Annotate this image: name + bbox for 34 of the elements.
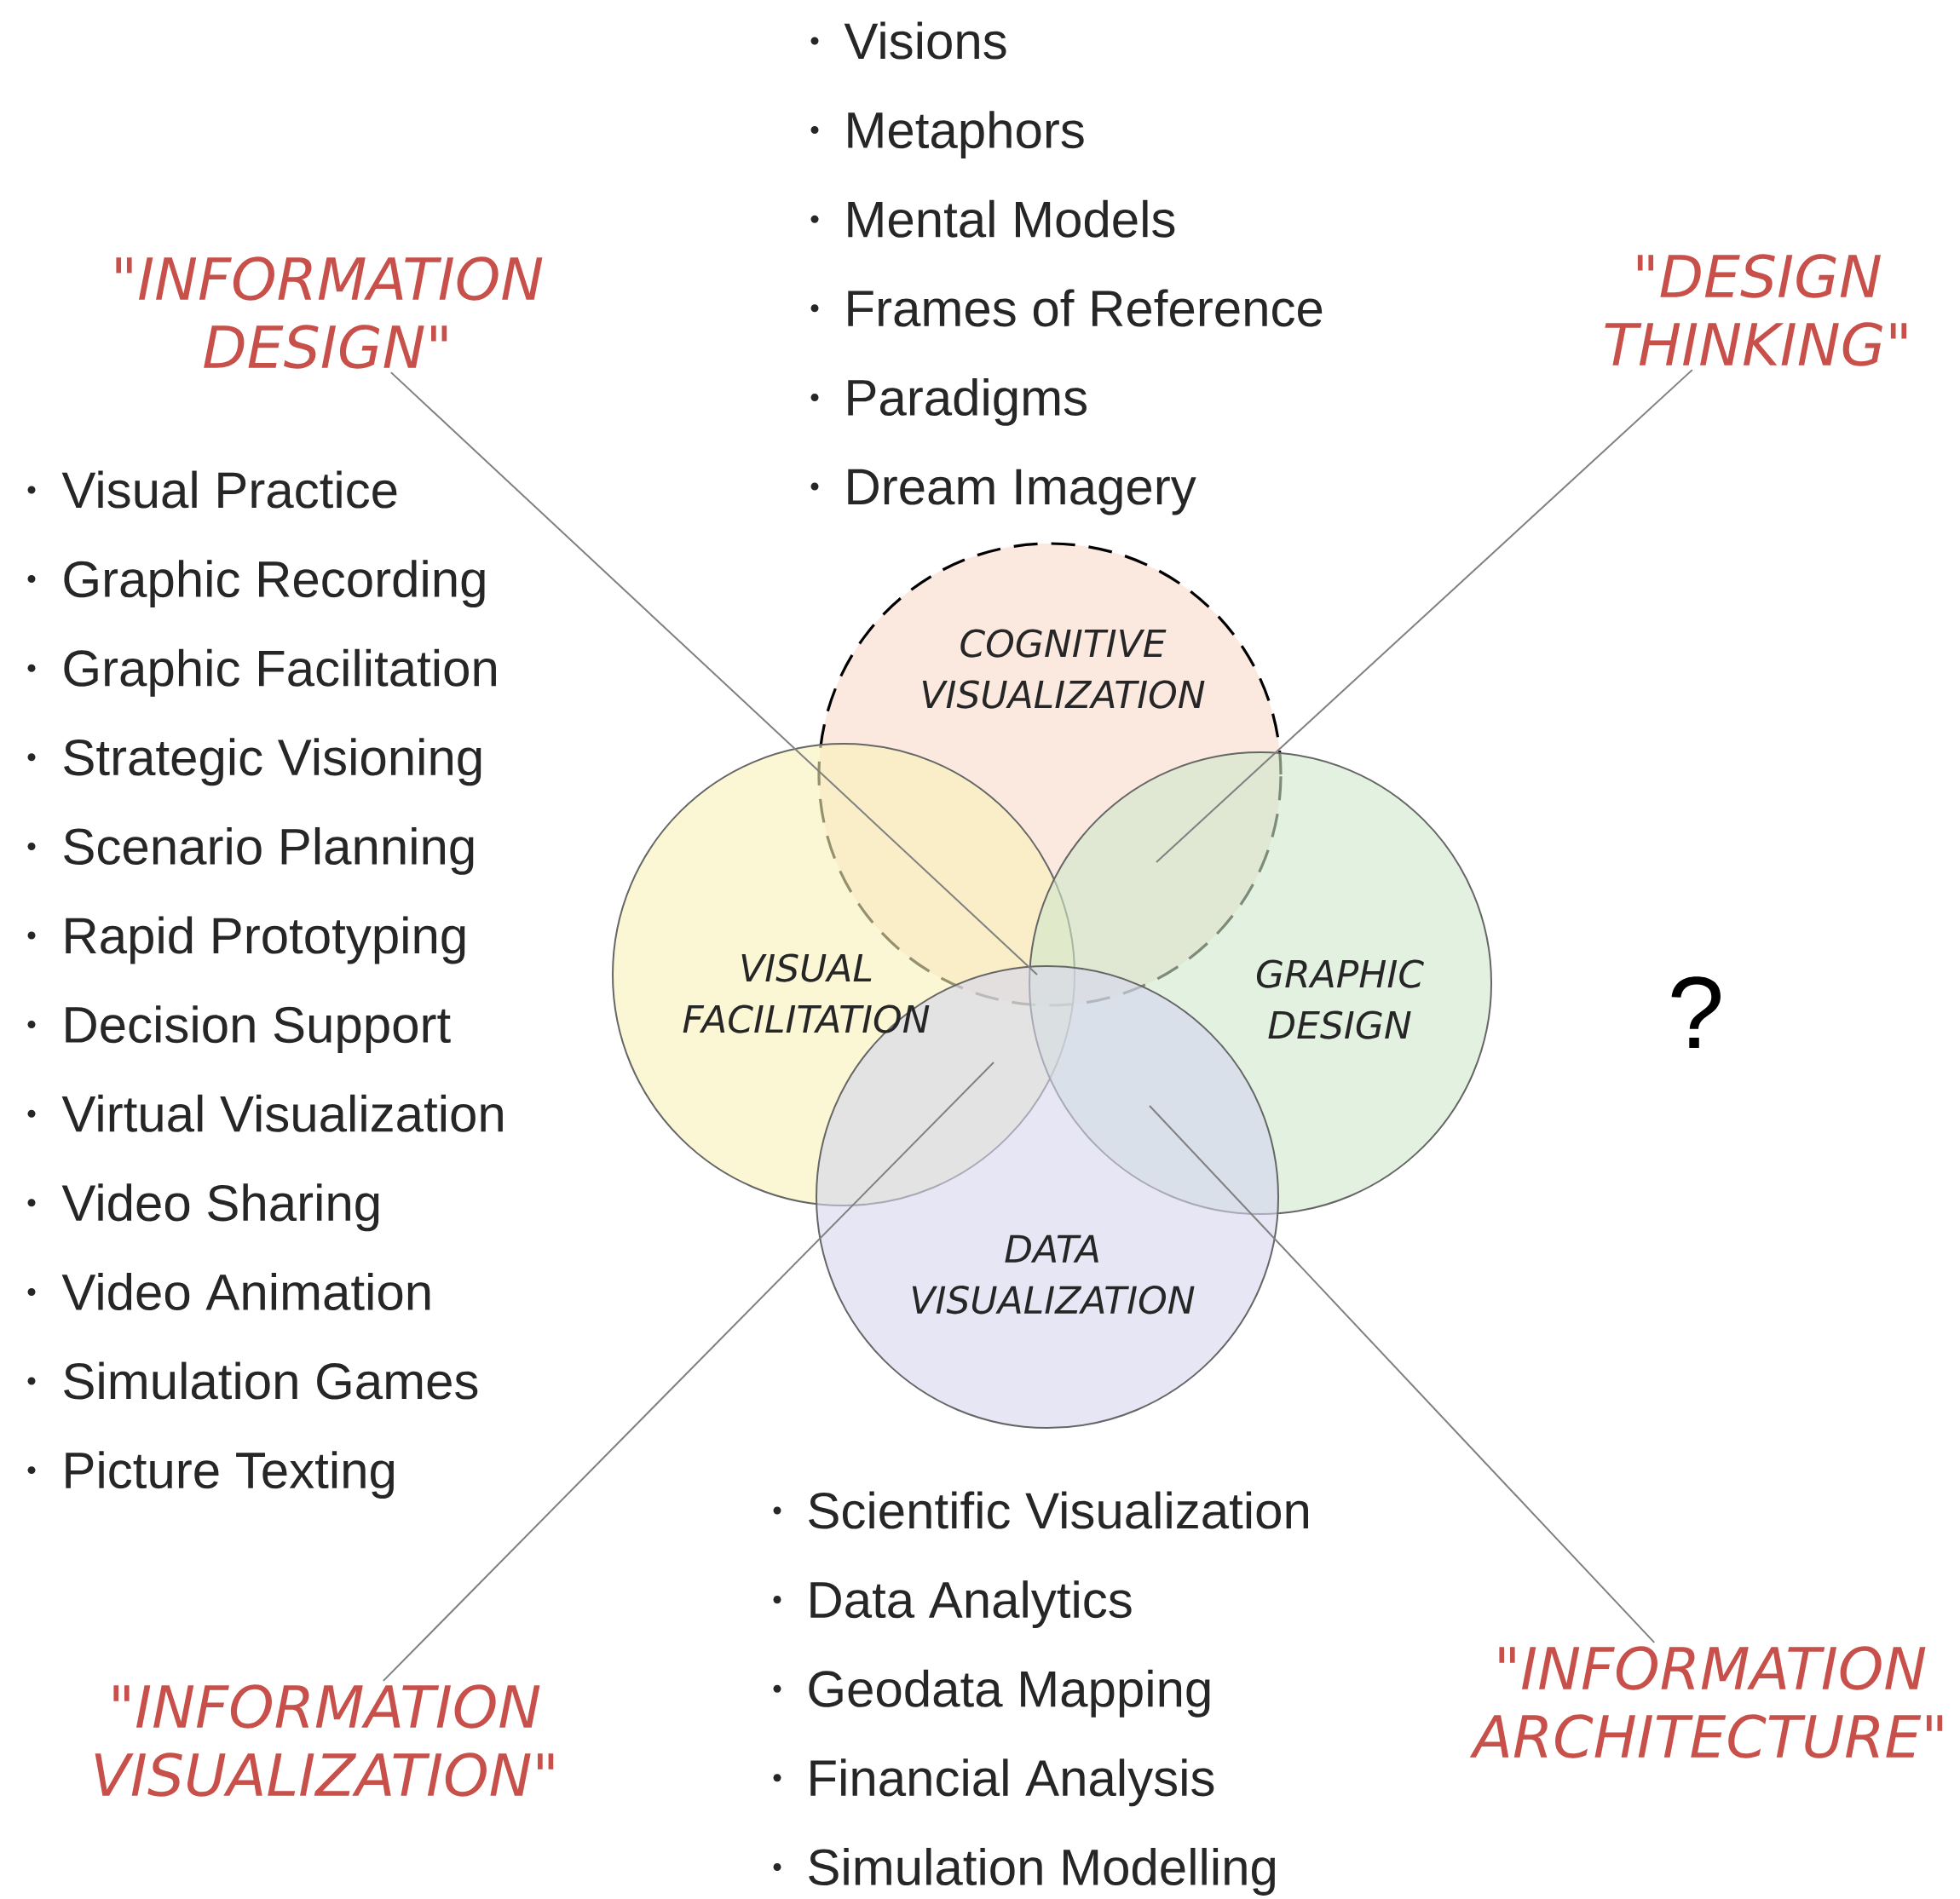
list-item: Geodata Mapping	[809, 1669, 1210, 1718]
list-item: Visions	[844, 21, 1006, 60]
list-item: Scenario Planning	[64, 826, 474, 875]
circle-label: COGNITIVE VISUALIZATION	[922, 629, 1205, 709]
list-item: Metaphors	[848, 111, 1084, 159]
circle-label: DATA VISUALIZATION	[912, 1234, 1195, 1315]
list-item: Data Analytics	[810, 1580, 1132, 1629]
list-item: Simulation Modelling	[809, 1847, 1275, 1896]
list-item: Decision Support	[66, 1005, 451, 1054]
list-item: Video Animation	[61, 1272, 430, 1310]
list-item: Financial Analysis	[810, 1758, 1214, 1807]
list-item: Mental Models	[848, 199, 1175, 238]
list-item: Graphic Recording	[64, 560, 485, 608]
category-label: "INFORMATION DESIGN"	[116, 256, 543, 369]
venn-circle	[1029, 751, 1492, 1215]
category-label: "INFORMATION VISUALIZATION"	[95, 1684, 554, 1797]
list-item: Graphic Facilitation	[64, 648, 496, 697]
list-item: Strategic Visioning	[64, 738, 481, 786]
list-item: Visual Practice	[61, 470, 397, 509]
category-label: "INFORMATION ARCHITECTURE"	[1469, 1646, 1943, 1758]
list-item: Scientific Visualization	[809, 1491, 1308, 1529]
list-item: Frames of Reference	[848, 289, 1323, 327]
list-item: Simulation Games	[64, 1361, 478, 1400]
leader-line	[382, 1062, 994, 1682]
leader-line	[1149, 1105, 1656, 1643]
list-item: Video Sharing	[61, 1183, 379, 1232]
list-item: Rapid Prototyping	[66, 916, 465, 964]
circle-label: GRAPHIC DESIGN	[1256, 959, 1424, 1039]
list-item: Picture Texting	[66, 1451, 395, 1499]
category-label: "DESIGN THINKING"	[1605, 254, 1907, 366]
list-item: Paradigms	[848, 377, 1087, 426]
leader-line	[389, 371, 1038, 975]
list-item: Virtual Visualization	[61, 1094, 503, 1132]
question-mark: ?	[1671, 976, 1721, 1048]
